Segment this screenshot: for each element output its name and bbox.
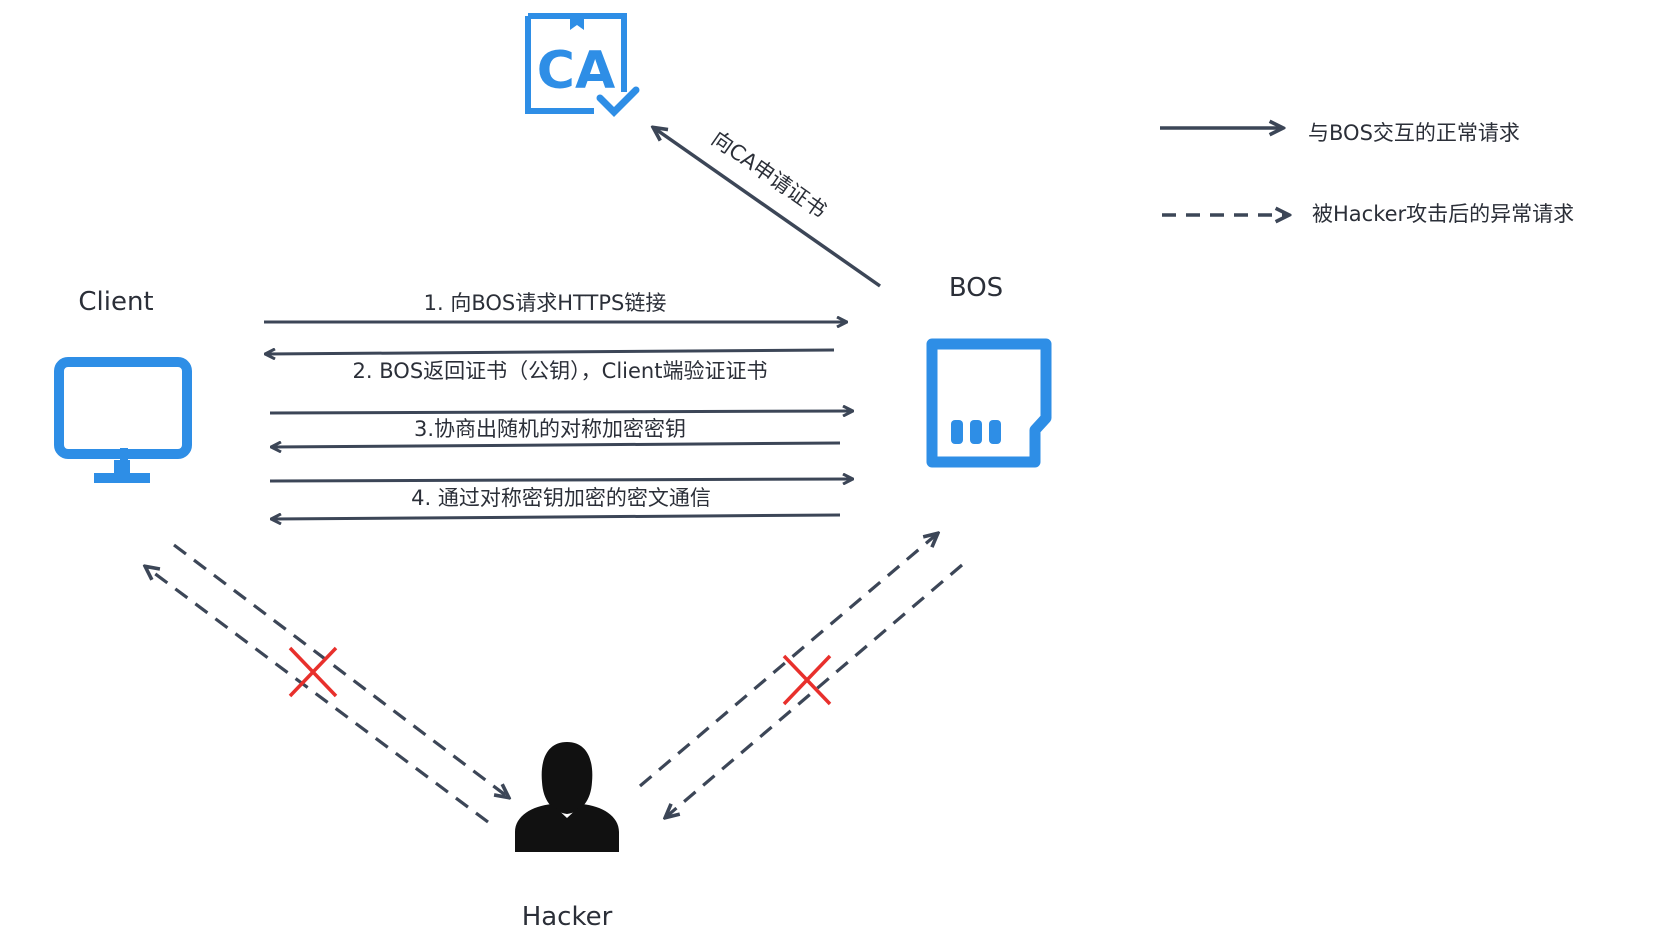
storage-card-icon [926, 338, 1052, 468]
ca-certificate-icon: CA [525, 13, 640, 117]
client-to-hacker-dashed-arrow [173, 543, 508, 797]
step2-arrow [266, 350, 835, 354]
legend: 与BOS交互的正常请求 被Hacker攻击后的异常请求 [1160, 121, 1574, 226]
step4-back-arrow [272, 515, 841, 519]
legend-abnormal-label: 被Hacker攻击后的异常请求 [1312, 202, 1574, 226]
blocked-cross-icon-left [288, 646, 338, 698]
hacker-label: Hacker [522, 902, 613, 932]
step3-forward-arrow [269, 411, 852, 413]
person-icon [515, 742, 619, 852]
step4-forward-arrow [269, 479, 852, 481]
legend-normal-label: 与BOS交互的正常请求 [1308, 121, 1520, 145]
client-label: Client [78, 287, 153, 317]
step1-label: 1. 向BOS请求HTTPS链接 [424, 291, 667, 315]
step3-label: 3.协商出随机的对称加密密钥 [414, 417, 686, 441]
hacker-to-client-dashed-arrow [146, 567, 489, 824]
hacker-to-bos-dashed-arrow [638, 534, 937, 788]
step2-label: 2. BOS返回证书（公钥），Client端验证证书 [353, 359, 768, 383]
bos-to-hacker-dashed-arrow [666, 563, 964, 817]
step4-label: 4. 通过对称密钥加密的密文通信 [411, 486, 711, 510]
monitor-icon [54, 357, 192, 483]
ca-request-arrow [654, 128, 882, 288]
ca-icon-text: CA [537, 41, 615, 101]
blocked-cross-icon-right [782, 654, 832, 706]
step3-back-arrow [272, 443, 841, 447]
bos-label: BOS [949, 273, 1003, 303]
